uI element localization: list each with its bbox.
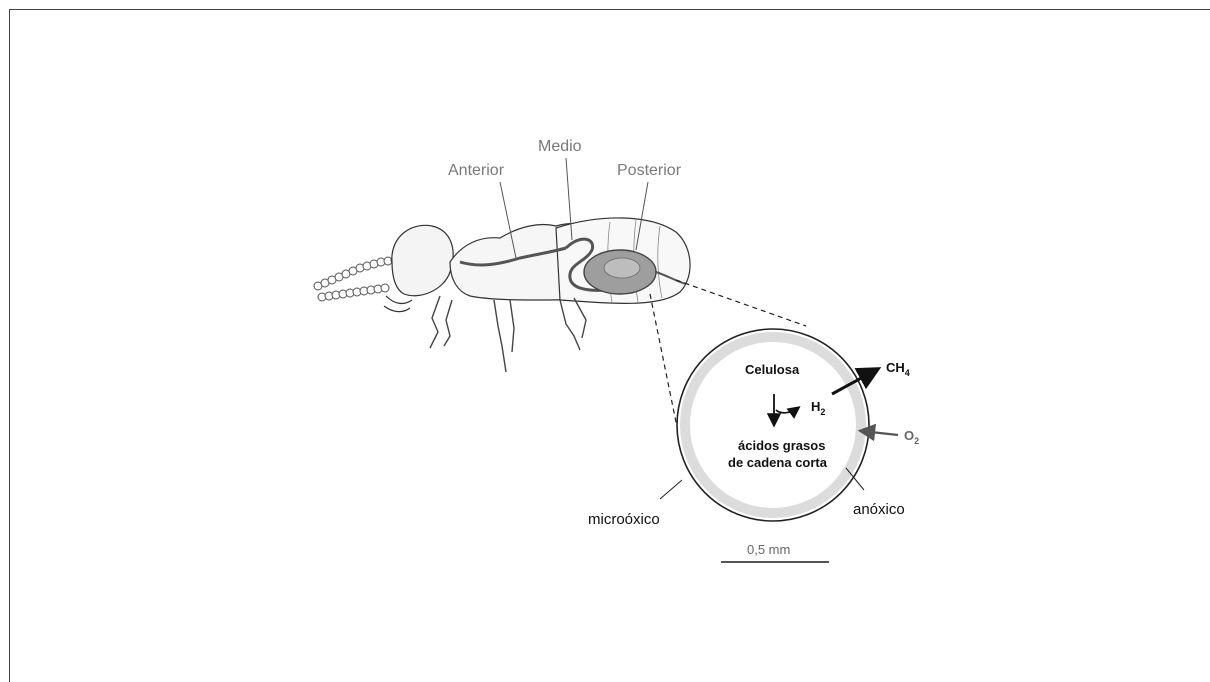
termite-illustration	[314, 218, 690, 372]
label-anterior: Anterior	[448, 162, 505, 179]
label-microoxico: microóxico	[588, 511, 660, 528]
zoom-line-bottom	[650, 294, 678, 432]
label-medio: Medio	[538, 138, 582, 155]
label-posterior: Posterior	[617, 162, 682, 179]
label-acidos-line2: de cadena corta	[728, 455, 828, 470]
zoom-line-top	[676, 280, 806, 326]
leader-microoxico	[660, 480, 682, 499]
label-o2: O2	[904, 428, 919, 446]
label-anoxico: anóxico	[853, 501, 905, 518]
termite-legs	[430, 296, 586, 372]
scale-bar-label: 0,5 mm	[747, 542, 790, 557]
antenna	[314, 256, 399, 301]
gut-cross-section	[677, 329, 869, 521]
label-ch4: CH4	[886, 360, 910, 378]
label-celulosa: Celulosa	[745, 362, 800, 377]
label-acidos-line1: ácidos grasos	[738, 438, 825, 453]
termite-head	[392, 225, 453, 295]
